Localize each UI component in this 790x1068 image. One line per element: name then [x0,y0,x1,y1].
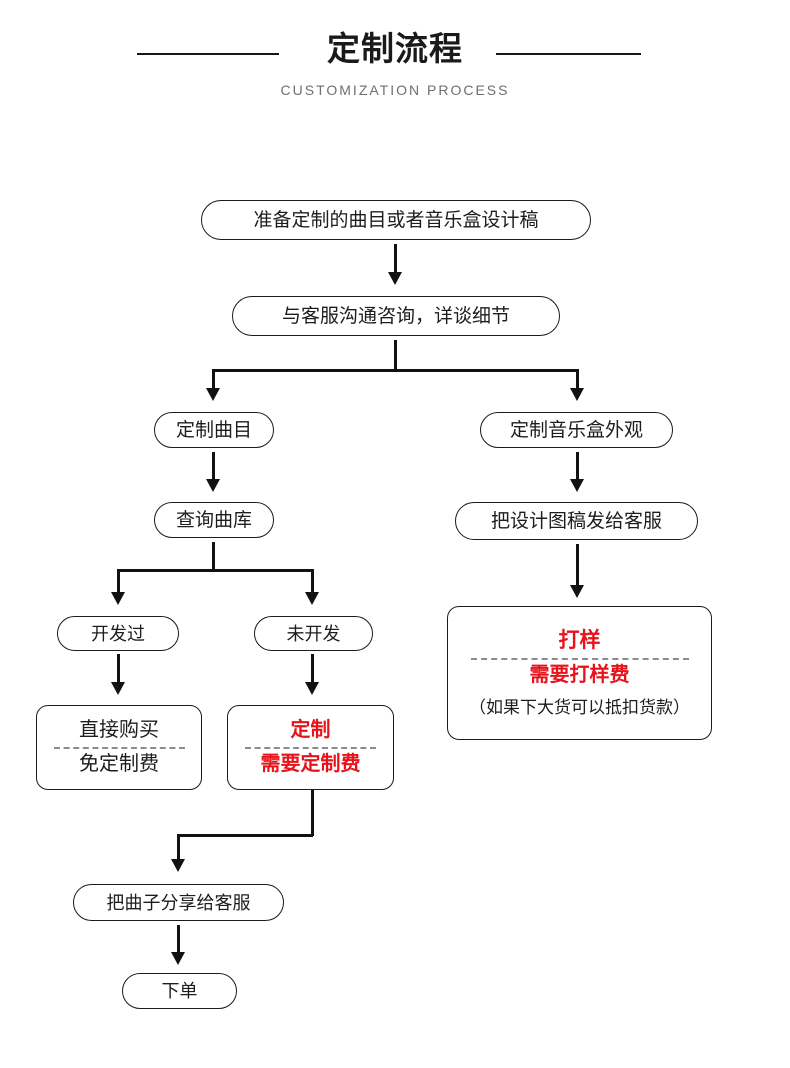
node-customize-title: 定制 [290,719,331,741]
arrow-to-custom-box [570,388,584,401]
node-custom-song[interactable]: 定制曲目 [154,412,274,448]
arrow-developed-to-buy-direct [111,682,125,695]
connector-developed-to-buy-direct [117,654,120,685]
node-buy-direct-title: 直接购买 [79,719,159,741]
connector-consult-split-bar [212,369,578,372]
node-customize-divider [245,747,376,749]
connector-send-design-to-sampling [576,544,579,588]
node-share-song-label: 把曲子分享给客服 [106,892,251,913]
node-developed[interactable]: 开发过 [57,616,179,651]
node-search-library-label: 查询曲库 [175,509,252,531]
node-buy-direct-divider [53,747,185,749]
node-consult-label: 与客服沟通咨询，详谈细节 [281,305,510,327]
connector-share-song-to-order [177,925,180,955]
header-rule-left [137,53,279,55]
node-customize-fee: 需要定制费 [260,753,361,775]
page-title: 定制流程 [327,30,463,67]
connector-library-split-bar [117,569,313,572]
arrow-not-developed-to-customize [305,682,319,695]
node-sampling-title: 打样 [558,628,601,652]
node-custom-box-label: 定制音乐盒外观 [509,419,643,441]
connector-not-developed-to-customize [311,654,314,685]
arrow-start-to-consult [388,272,402,285]
node-customize[interactable]: 定制 需要定制费 [227,705,394,790]
arrow-send-design-to-sampling [570,585,584,598]
connector-merge-drop [177,834,180,862]
node-send-design-label: 把设计图稿发给客服 [490,510,662,532]
node-not-developed[interactable]: 未开发 [254,616,373,651]
connector-consult-trunk [394,340,397,371]
connector-customize-down [311,790,314,836]
node-buy-direct[interactable]: 直接购买 免定制费 [36,705,202,790]
connector-custom-box-to-send-design [576,452,579,482]
node-send-design[interactable]: 把设计图稿发给客服 [455,502,698,540]
node-consult[interactable]: 与客服沟通咨询，详谈细节 [232,296,560,336]
node-sampling-divider [470,657,689,660]
header-rule-right [496,53,641,55]
node-custom-song-label: 定制曲目 [175,419,252,441]
node-start[interactable]: 准备定制的曲目或者音乐盒设计稿 [201,200,591,240]
connector-split-right-drop [576,369,579,391]
arrow-to-not-developed [305,592,319,605]
arrow-share-song-to-order [171,952,185,965]
node-sampling[interactable]: 打样 需要打样费 （如果下大货可以抵扣货款） [447,606,712,740]
arrow-merge-to-share-song [171,859,185,872]
node-not-developed-label: 未开发 [286,623,341,644]
arrow-custom-song-to-library [206,479,220,492]
node-sampling-fee: 需要打样费 [529,663,630,686]
connector-merge-bar [177,834,313,837]
arrow-to-developed [111,592,125,605]
node-place-order-label: 下单 [161,981,198,1001]
node-share-song[interactable]: 把曲子分享给客服 [73,884,284,921]
node-start-label: 准备定制的曲目或者音乐盒设计稿 [253,209,539,231]
connector-split-left-drop [212,369,215,391]
connector-library-split-right-drop [311,569,314,595]
node-buy-direct-fee: 免定制费 [79,753,159,775]
node-sampling-note: （如果下大货可以抵扣货款） [469,697,690,717]
node-search-library[interactable]: 查询曲库 [154,502,274,538]
connector-library-trunk [212,542,215,571]
connector-library-split-left-drop [117,569,120,595]
arrow-custom-box-to-send-design [570,479,584,492]
node-custom-box[interactable]: 定制音乐盒外观 [480,412,673,448]
node-place-order[interactable]: 下单 [122,973,237,1009]
connector-custom-song-to-library [212,452,215,482]
arrow-to-custom-song [206,388,220,401]
connector-start-to-consult [394,244,397,276]
page-header: 定制流程 CUSTOMIZATION PROCESS [0,0,790,130]
page-subtitle: CUSTOMIZATION PROCESS [280,82,510,98]
node-developed-label: 开发过 [91,623,145,644]
